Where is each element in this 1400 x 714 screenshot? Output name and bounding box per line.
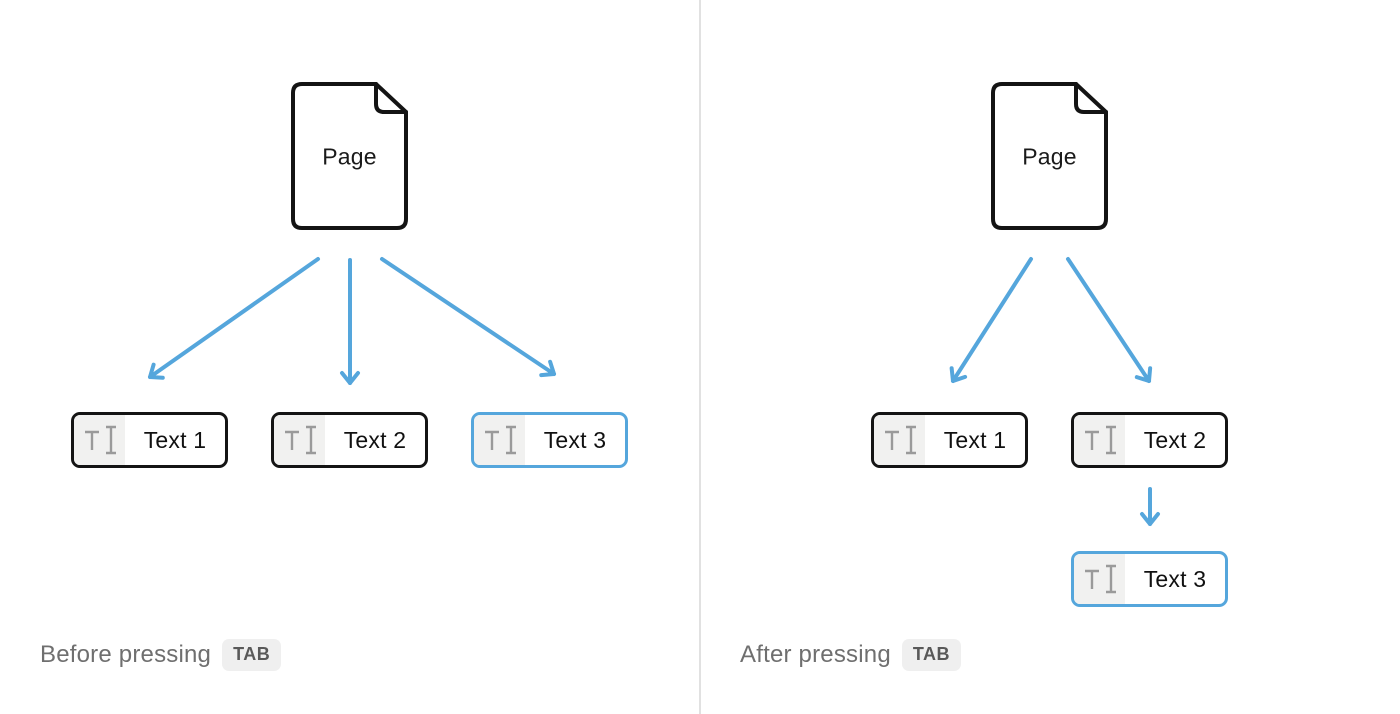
document-icon [291,82,408,230]
text-cursor-icon [74,415,125,465]
text-block-text2-after: Text 2 [1071,412,1228,468]
text-cursor-icon [1074,554,1125,604]
text-block-text2-before: Text 2 [271,412,428,468]
arrow-page-to-text2-after [1066,257,1153,383]
text-block-label: Text 2 [1143,426,1207,453]
caption-after: After pressing TAB [740,637,962,673]
text-block-text3-after-selected: Text 3 [1071,551,1228,607]
page-icon-before: Page [291,82,408,230]
text-block-label: Text 2 [343,426,407,453]
text-block-text1-before: Text 1 [71,412,228,468]
text-block-label: Text 3 [543,426,607,453]
text-block-text1-after: Text 1 [871,412,1028,468]
arrow-page-to-text1-before [148,257,320,380]
page-icon-after: Page [991,82,1108,230]
page-label: Page [322,143,377,170]
caption-before: Before pressing TAB [40,637,282,673]
text-cursor-icon [274,415,325,465]
text-cursor-icon [1074,415,1125,465]
arrow-page-to-text3-before [380,257,556,378]
panel-divider [699,0,701,714]
text-cursor-icon [474,415,525,465]
caption-text: Before pressing [40,641,212,668]
arrow-page-to-text1-after [949,257,1033,383]
tab-key-badge: TAB [222,639,282,671]
text-block-text3-before-selected: Text 3 [471,412,628,468]
caption-text: After pressing [740,641,891,668]
text-block-label: Text 1 [943,426,1007,453]
page-label: Page [1022,143,1077,170]
text-block-label: Text 3 [1143,565,1207,592]
text-cursor-icon [874,415,925,465]
tab-key-badge: TAB [901,639,962,671]
document-icon [991,82,1108,230]
text-block-label: Text 1 [143,426,207,453]
